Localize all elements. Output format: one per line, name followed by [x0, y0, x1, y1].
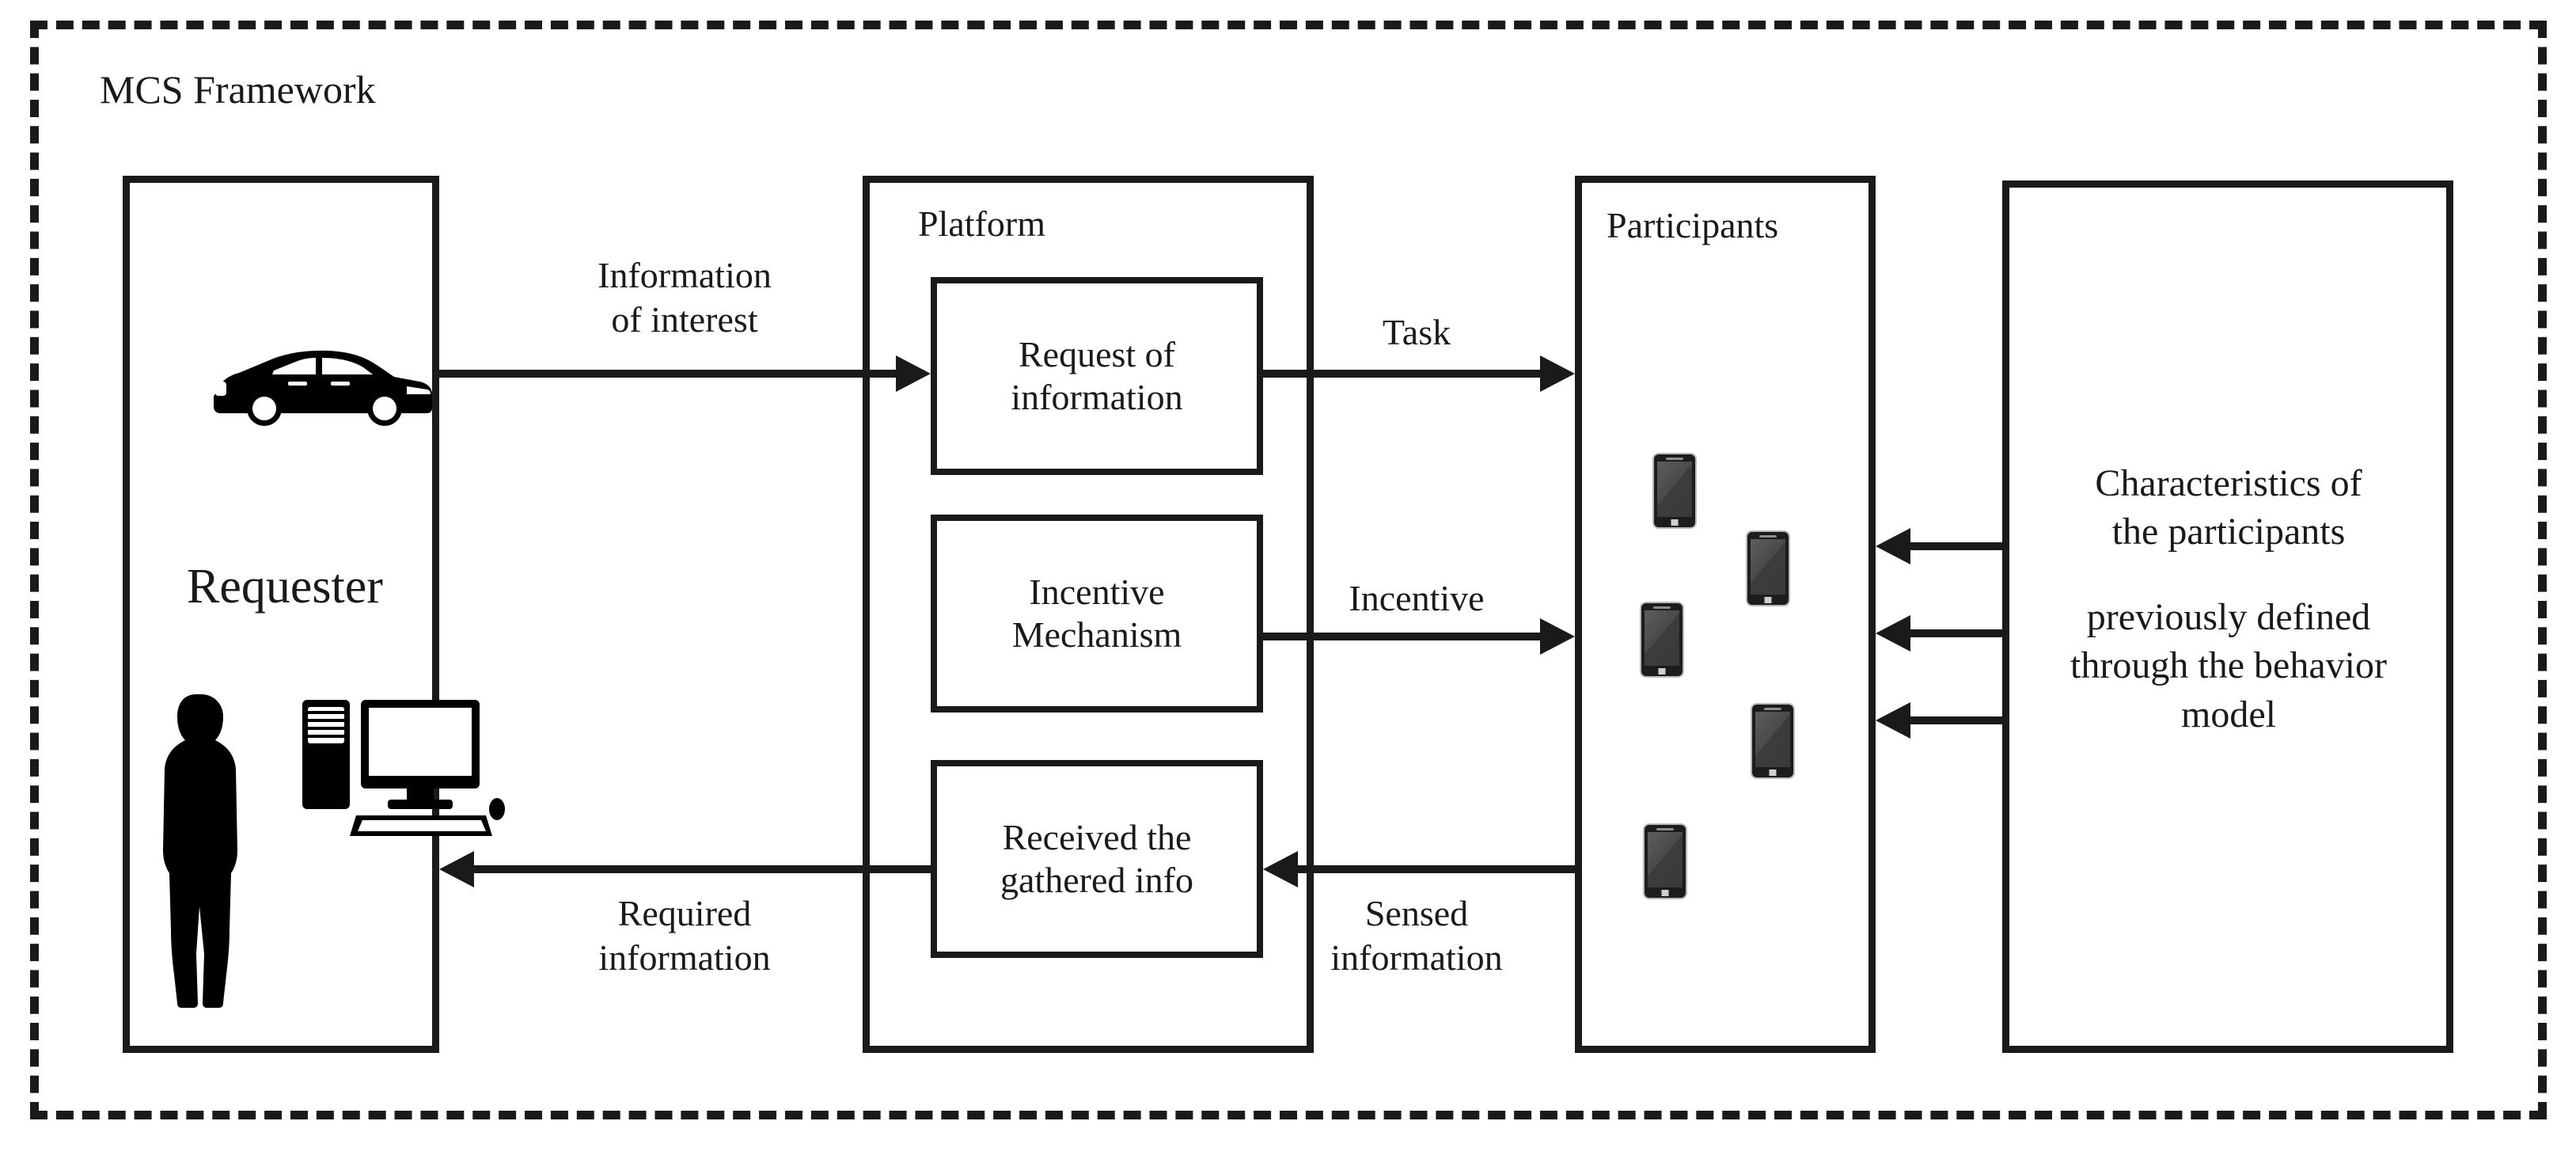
- platform-label: Platform: [918, 203, 1045, 244]
- arrow-label-task: Task: [1382, 312, 1451, 352]
- desktop-computer-icon: [299, 697, 505, 843]
- smartphone-icon: [1652, 453, 1697, 529]
- smartphone-icon: [1746, 530, 1790, 606]
- characteristics-line-5: model: [2181, 693, 2276, 735]
- characteristics-text-block: Characteristics of the participants prev…: [2010, 459, 2447, 739]
- smartphone-icon: [1643, 823, 1687, 899]
- smartphone-icon: [1640, 602, 1684, 678]
- participants-label: Participants: [1607, 205, 1779, 245]
- incentive-mechanism-box: Incentive Mechanism: [931, 515, 1263, 712]
- received-gathered-info-label: Received the gathered info: [1000, 816, 1193, 900]
- incentive-mechanism-label: Incentive Mechanism: [1011, 571, 1182, 655]
- received-gathered-info-box: Received the gathered info: [931, 760, 1263, 958]
- requester-label: Requester: [187, 560, 383, 614]
- framework-title: MCS Framework: [100, 67, 376, 112]
- arrow-label-required-information: Required information: [598, 893, 771, 978]
- characteristics-line-1: Characteristics of: [2095, 462, 2362, 504]
- car-icon: [212, 340, 434, 431]
- characteristics-line-2: the participants: [2111, 511, 2346, 553]
- participants-box: [1575, 176, 1876, 1053]
- request-of-information-label: Request of information: [1011, 333, 1183, 417]
- characteristics-spacer: [2010, 557, 2447, 593]
- arrow-label-sensed-information: Sensed information: [1330, 893, 1503, 978]
- arrow-label-incentive: Incentive: [1349, 578, 1485, 618]
- characteristics-box: [2002, 180, 2453, 1053]
- request-of-information-box: Request of information: [931, 277, 1263, 475]
- arrow-label-information-of-interest: Information of interest: [598, 255, 772, 340]
- smartphone-icon: [1751, 703, 1795, 779]
- characteristics-line-3: previously defined: [2086, 595, 2371, 638]
- framework-dashed-border: [30, 21, 2547, 1119]
- person-icon: [158, 693, 245, 1013]
- characteristics-line-4: through the behavior: [2070, 644, 2387, 687]
